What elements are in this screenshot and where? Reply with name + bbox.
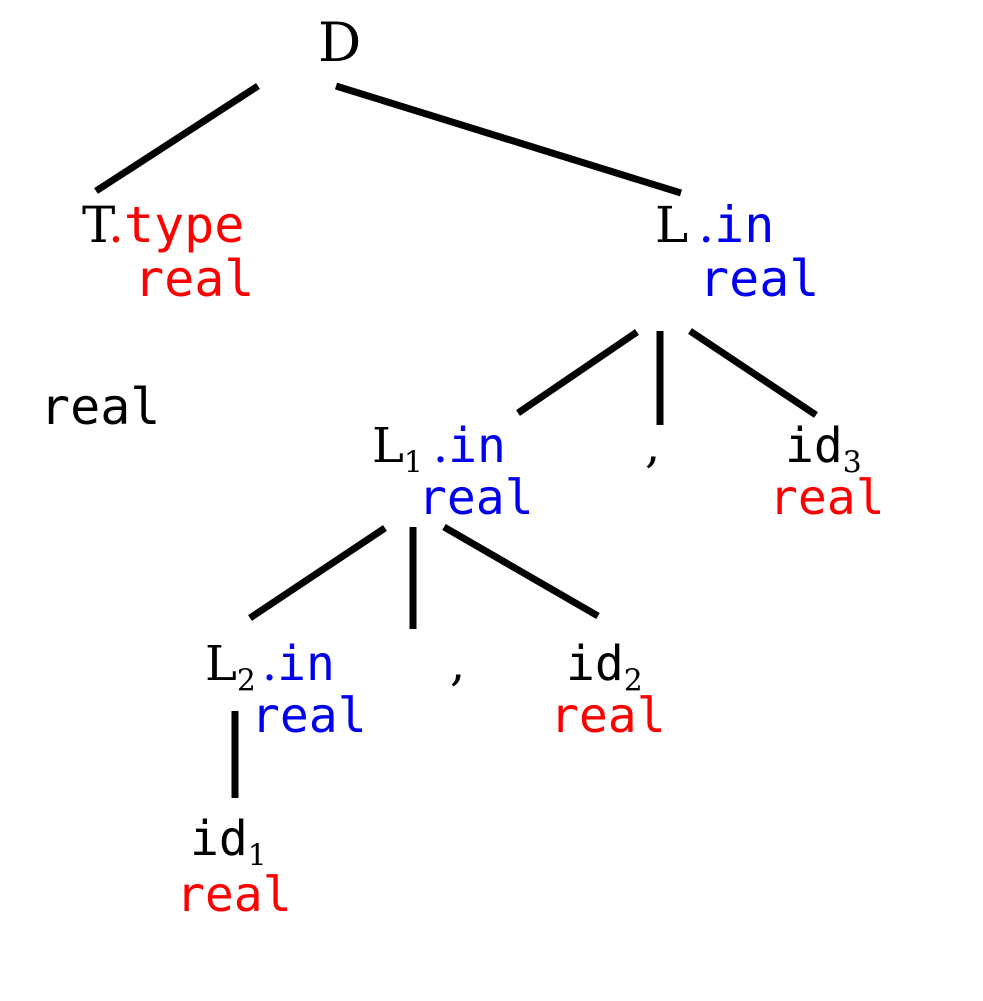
node-l2-label: L2.in <box>205 640 367 696</box>
node-l2-dot: . <box>261 636 278 692</box>
node-root-d-symbol: D <box>318 11 362 74</box>
node-id1-subscript: 1 <box>247 838 267 874</box>
edge-l1-to-l2 <box>248 525 387 621</box>
edge-d-to-t <box>94 83 260 194</box>
node-l-label: L.in <box>655 200 819 250</box>
node-l1-dot: . <box>432 418 449 474</box>
node-comma-1-symbol: , <box>645 418 661 474</box>
node-l2-attribute: in <box>277 636 335 692</box>
node-l2-subscript: 2 <box>236 663 256 699</box>
node-l1-attribute: in <box>448 418 506 474</box>
node-comma-1[interactable]: , <box>645 422 660 470</box>
node-t-attribute: type <box>123 196 245 254</box>
node-id2-symbol: id <box>566 636 624 692</box>
edge-l-to-id3 <box>688 328 818 418</box>
node-comma-2[interactable]: , <box>450 640 465 688</box>
node-root-d[interactable]: D <box>318 16 361 70</box>
node-l2-value: real <box>251 688 367 744</box>
node-t-label: T.type <box>82 200 254 250</box>
edge-l1-to-id2 <box>442 523 600 620</box>
node-l2-in[interactable]: L2.in real <box>205 640 367 740</box>
node-l1-in[interactable]: L1.in real <box>372 422 534 522</box>
node-id2-label: id2 <box>566 640 666 696</box>
node-l1-value: real <box>418 470 534 526</box>
node-t-type[interactable]: T.type real <box>82 200 254 304</box>
node-id2-subscript: 2 <box>623 663 643 699</box>
node-id3-symbol: id <box>785 418 843 474</box>
node-real-terminal-symbol: real <box>40 378 161 436</box>
node-real-terminal[interactable]: real <box>40 382 160 432</box>
node-comma-2-symbol: , <box>450 636 466 692</box>
node-l1-label: L1.in <box>372 422 534 478</box>
node-t-symbol: T <box>82 196 109 254</box>
node-id1[interactable]: id1 real <box>176 815 292 919</box>
node-l2-symbol: L <box>205 636 237 692</box>
node-l-in[interactable]: L.in real <box>655 200 819 304</box>
node-id3[interactable]: id3 real <box>769 422 885 522</box>
node-id1-label: id1 <box>190 815 292 871</box>
node-l-dot: . <box>698 196 715 254</box>
node-l-value: real <box>699 250 820 308</box>
node-id2[interactable]: id2 real <box>550 640 666 740</box>
node-id2-value: real <box>550 688 666 744</box>
node-id3-value: real <box>769 470 885 526</box>
node-t-value: real <box>134 250 255 308</box>
edge-l-to-l1 <box>516 329 639 416</box>
node-l-symbol: L <box>655 196 689 254</box>
edge-d-to-l <box>334 82 683 197</box>
node-id3-label: id3 <box>785 422 885 478</box>
node-id1-value: real <box>176 867 292 923</box>
node-t-dot: . <box>108 196 124 254</box>
node-l1-subscript: 1 <box>403 445 423 481</box>
node-id1-symbol: id <box>190 811 248 867</box>
node-l-attribute: in <box>714 196 775 254</box>
node-id3-subscript: 3 <box>842 445 862 481</box>
node-l1-symbol: L <box>372 418 404 474</box>
